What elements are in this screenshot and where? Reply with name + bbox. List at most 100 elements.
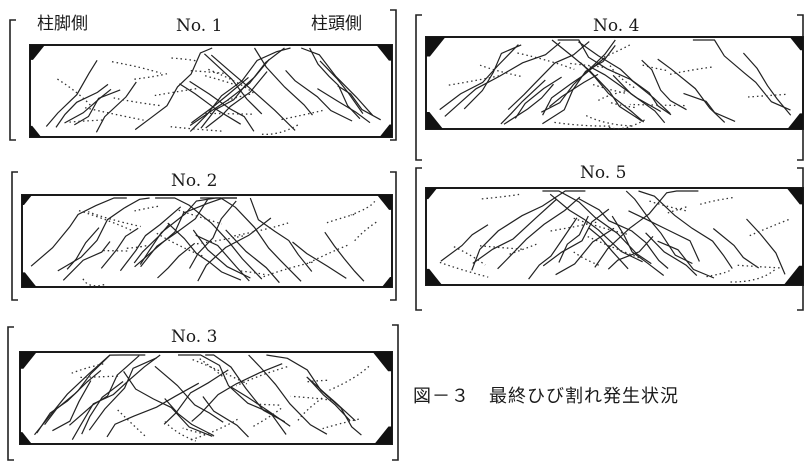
crack-dotted-no4-6 — [667, 66, 712, 76]
crack-solid-no2-19 — [66, 227, 100, 270]
crack-dotted-no4-3 — [479, 64, 522, 78]
spall-no1-2 — [30, 125, 42, 137]
crack-solid-no5-14 — [625, 190, 693, 265]
crack-solid-no2-11 — [62, 241, 111, 281]
column-stub-left-no4 — [415, 14, 422, 161]
column-stub-left-no3 — [7, 326, 14, 461]
crack-solid-no3-19 — [154, 365, 224, 423]
crack-solid-no4-5 — [612, 74, 666, 124]
crack-dotted-no3-12 — [71, 362, 105, 374]
crack-dotted-no3-14 — [189, 418, 238, 442]
crack-solid-no4-12 — [692, 39, 791, 111]
crack-solid-no1-16 — [189, 47, 291, 132]
crack-solid-no3-9 — [307, 377, 351, 422]
crack-dotted-no1-10 — [259, 124, 299, 135]
crack-dotted-no5-12 — [573, 217, 627, 235]
spall-no3-2 — [20, 432, 32, 444]
spall-no5-1 — [786, 188, 803, 205]
crack-solid-no5-15 — [594, 190, 699, 268]
crack-solid-no1-20 — [205, 71, 268, 129]
crack-dotted-no5-11 — [747, 218, 789, 237]
crack-solid-no1-21 — [73, 89, 121, 126]
spall-no4-3 — [787, 113, 803, 129]
crack-dotted-no1-11 — [69, 119, 104, 123]
spall-no1-3 — [379, 124, 392, 137]
beam-outline-no4 — [425, 36, 804, 130]
crack-dotted-no2-9 — [126, 244, 148, 249]
column-base-side-label: 柱脚側 — [37, 14, 88, 34]
crack-dotted-no4-11 — [597, 90, 626, 102]
crack-dotted-no3-11 — [182, 427, 215, 437]
column-stub-right-no2 — [390, 171, 397, 301]
crack-solid-no5-4 — [746, 218, 786, 275]
spall-no3-0 — [20, 352, 37, 369]
crack-solid-no2-13 — [197, 217, 272, 282]
crack-solid-no1-10 — [95, 81, 137, 133]
crack-dotted-no2-7 — [306, 244, 348, 265]
crack-solid-no2-4 — [140, 199, 209, 268]
crack-dotted-no3-3 — [251, 407, 282, 428]
crack-solid-no2-1 — [30, 197, 127, 267]
crack-solid-no1-5 — [203, 53, 263, 115]
crack-solid-no3-8 — [164, 398, 214, 437]
crack-dotted-no1-2 — [170, 126, 223, 132]
crack-solid-no1-8 — [179, 83, 242, 125]
crack-solid-no4-0 — [641, 59, 687, 111]
crack-solid-no4-6 — [557, 39, 671, 115]
spall-no2-0 — [22, 195, 33, 206]
crack-dotted-no5-8 — [509, 242, 539, 255]
crack-dotted-no1-13 — [227, 93, 251, 102]
crack-solid-no4-4 — [463, 44, 522, 110]
crack-solid-no5-18 — [471, 190, 586, 271]
crack-dotted-no2-13 — [326, 213, 355, 224]
crack-dotted-no5-5 — [646, 199, 686, 212]
crack-dotted-no3-2 — [80, 375, 121, 379]
crack-solid-no4-10 — [541, 39, 616, 113]
crack-solid-no2-20 — [57, 197, 150, 272]
crack-dotted-no2-8 — [134, 205, 160, 212]
spall-no1-1 — [376, 45, 392, 61]
figure-caption: 図－３ 最終ひび割れ発生状況 — [413, 386, 679, 407]
crack-solid-no3-16 — [205, 354, 286, 423]
crack-solid-no2-15 — [292, 241, 347, 279]
crack-solid-no4-17 — [444, 41, 561, 117]
crack-solid-no3-4 — [71, 354, 161, 440]
crack-solid-no5-16 — [472, 198, 558, 264]
crack-solid-no2-7 — [188, 200, 237, 269]
crack-solid-no5-13 — [607, 235, 654, 270]
crack-solid-no1-12 — [189, 80, 255, 132]
crack-solid-no2-9 — [249, 197, 313, 272]
crack-dotted-no2-14 — [260, 261, 313, 279]
crack-solid-no2-5 — [119, 206, 182, 272]
crack-solid-no1-9 — [253, 47, 313, 116]
crack-solid-no4-1 — [507, 41, 590, 111]
crack-solid-no4-7 — [542, 45, 616, 125]
crack-solid-no2-21 — [155, 197, 263, 280]
spall-no2-2 — [22, 272, 37, 287]
column-stub-left-no2 — [11, 171, 18, 301]
crack-dotted-no3-15 — [117, 409, 148, 438]
crack-dotted-no5-0 — [703, 270, 730, 278]
crack-solid-no5-20 — [578, 198, 669, 269]
crack-dotted-no1-6 — [84, 107, 144, 121]
spall-no4-0 — [426, 37, 446, 57]
crack-dotted-no4-7 — [592, 83, 629, 95]
crack-solid-no3-18 — [306, 376, 356, 422]
crack-solid-no5-10 — [628, 210, 700, 262]
crack-solid-no4-8 — [549, 73, 599, 108]
column-head-side-label: 柱頭側 — [311, 14, 362, 34]
crack-solid-no1-1 — [64, 88, 112, 124]
spall-no2-1 — [377, 195, 392, 210]
crack-solid-no3-12 — [163, 369, 229, 425]
crack-solid-no1-0 — [191, 76, 249, 124]
crack-solid-no5-9 — [542, 208, 610, 267]
crack-solid-no2-16 — [139, 197, 237, 265]
crack-dotted-no4-15 — [448, 74, 502, 86]
crack-dotted-no4-8 — [609, 65, 637, 90]
specimen-label-no5: No. 5 — [580, 163, 627, 183]
crack-solid-no2-2 — [167, 222, 242, 281]
specimen-label-no3: No. 3 — [171, 327, 218, 347]
crack-dotted-no3-4 — [235, 366, 288, 387]
beam-outline-no3 — [19, 351, 393, 445]
